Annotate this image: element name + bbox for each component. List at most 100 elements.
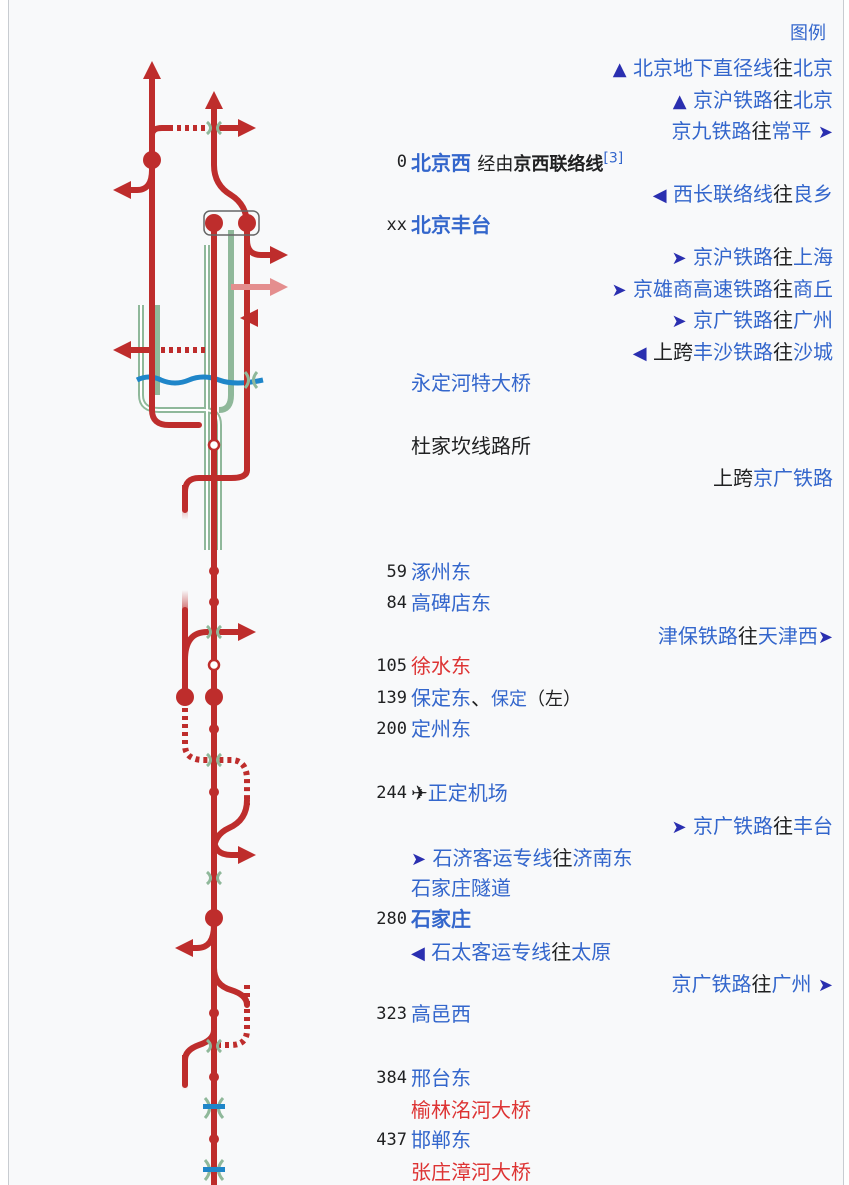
- row-r11: 永定河特大桥: [411, 371, 531, 395]
- right-arrow-icon: ➤: [817, 122, 833, 143]
- row-r20: ✈正定机场: [411, 781, 508, 805]
- row-r26: 京广铁路往广州 ➤: [671, 972, 833, 996]
- station-handan: [209, 1134, 219, 1144]
- direction-arrows: [113, 61, 288, 957]
- station-gaoyi: [209, 1008, 219, 1018]
- km-r27: 323: [376, 1004, 407, 1024]
- row-r25: ◀ 石太客运专线往太原: [411, 940, 612, 964]
- station-name[interactable]: 北京西: [411, 151, 471, 175]
- km-r20: 244: [376, 783, 407, 803]
- row-r30: 邯郸东: [411, 1128, 471, 1152]
- dotted-baoding: [182, 700, 250, 805]
- km-r19: 200: [376, 719, 407, 739]
- row-r15: 高碑店东: [411, 591, 491, 615]
- right-arrow-icon: ➤: [671, 817, 687, 838]
- row-r12: 杜家坎线路所: [411, 434, 531, 458]
- km-r28: 384: [376, 1068, 407, 1088]
- right-arrow-icon: ➤: [817, 975, 833, 996]
- dest-link[interactable]: 北京: [793, 56, 833, 80]
- row-r19: 定州东: [411, 717, 471, 741]
- row-r6: 北京丰台: [411, 213, 491, 237]
- station-dingzhou: [209, 724, 219, 734]
- up-arrow-icon: ▲: [672, 91, 687, 112]
- sjz-curve2: [211, 965, 250, 1008]
- station-name[interactable]: 北京丰台: [411, 213, 491, 237]
- branch-beijing-1b: [149, 157, 202, 428]
- row-r28: 邢台东: [411, 1066, 471, 1090]
- up-arrow-icon: ▲: [612, 59, 627, 80]
- station-zhuozhou: [209, 566, 219, 576]
- row-r1: ▲ 北京地下直径线往北京: [612, 56, 833, 80]
- arrow-right-2: [244, 239, 288, 264]
- right-arrow-icon: ➤: [411, 849, 427, 870]
- station-baoding-1: [176, 688, 194, 706]
- row-r17: 徐水东: [411, 654, 471, 678]
- row-r31: 张庄漳河大桥: [411, 1160, 531, 1184]
- row-r16: 津保铁路往天津西➤: [657, 624, 833, 648]
- dz-curve: [211, 797, 250, 853]
- left-arrow-icon: ◀: [632, 343, 647, 364]
- station-zhengding: [209, 787, 219, 797]
- row-r10: ◀ 上跨丰沙铁路往沙城: [632, 340, 833, 364]
- green-track-right: [218, 230, 234, 413]
- row-r24: 石家庄: [411, 907, 471, 931]
- row-r27: 高邑西: [411, 1002, 471, 1026]
- left-arrow-icon: ◀: [652, 185, 667, 206]
- row-r9: ➤ 京广铁路往广州: [671, 308, 833, 332]
- row-r2: ▲ 京沪铁路往北京: [672, 88, 833, 112]
- station-beijing-west: [143, 151, 161, 169]
- baoding-curve: [182, 629, 217, 663]
- row-r18: 保定东、保定（左）: [411, 686, 581, 710]
- fengtai-interchange-box: [203, 210, 260, 236]
- dotted-gaoyi: [214, 985, 250, 1048]
- right-arrow-icon: ➤: [817, 627, 833, 648]
- fade-end-dujiakan: [182, 485, 188, 520]
- row-r8: ➤ 京雄商高速铁路往商丘: [611, 277, 833, 301]
- km-r18: 139: [376, 688, 407, 708]
- km-r15: 84: [386, 593, 407, 613]
- line-link[interactable]: 北京地下直径线: [633, 56, 773, 80]
- row-r22: ➤ 石济客运专线往济南东: [411, 846, 633, 870]
- station-baoding-2: [205, 688, 223, 706]
- planned-lines: [161, 125, 250, 1048]
- right-arrow-icon: ➤: [671, 248, 687, 269]
- right-arrow-icon: ➤: [671, 311, 687, 332]
- green-inner: [140, 245, 220, 550]
- west-curve: [149, 125, 172, 138]
- row-r5: ◀ 西长联络线往良乡: [652, 182, 833, 206]
- station-xushui: [207, 658, 221, 672]
- km-r30: 437: [376, 1130, 407, 1150]
- station-fengtai-1: [205, 214, 223, 232]
- bridge-marks: [203, 120, 259, 1182]
- km-r4: 0: [396, 152, 407, 172]
- water-mark-1: [203, 1104, 225, 1109]
- station-gaobeidian: [209, 597, 219, 607]
- km-r14: 59: [386, 562, 407, 582]
- left-arrow-icon: ◀: [411, 943, 425, 964]
- row-r29: 榆林洺河大桥: [411, 1098, 531, 1122]
- km-r24: 280: [376, 909, 407, 929]
- sjz-west: [184, 922, 217, 951]
- row-r21: ➤ 京广铁路往丰台: [671, 814, 833, 838]
- station-fengtai-2: [238, 214, 256, 232]
- km-r6: xx: [386, 215, 407, 235]
- fade-end-gaoyi: [182, 1055, 188, 1090]
- stations: [143, 151, 256, 1144]
- water-mark-2: [203, 1167, 225, 1172]
- km-r17: 105: [376, 656, 407, 676]
- route-diagram-panel: 图例 ▲ 北京地下直径线往北京 ▲ 京沪铁路往北京 京九铁路往常平 ➤ 0 北京…: [8, 0, 844, 1185]
- station-xingtai: [209, 1072, 219, 1082]
- row-r7: ➤ 京沪铁路往上海: [671, 245, 833, 269]
- legend-link[interactable]: 图例: [790, 23, 826, 44]
- station-shijiazhuang: [205, 909, 223, 927]
- row-r13: 上跨京广铁路: [713, 466, 833, 490]
- row-r3: 京九铁路往常平 ➤: [671, 119, 833, 143]
- row-r23: 石家庄隧道: [411, 876, 511, 900]
- right-arrow-icon: ➤: [611, 280, 627, 301]
- reference-link[interactable]: [3]: [603, 150, 624, 167]
- junction-dujiakan: [207, 438, 221, 452]
- route-map: [113, 61, 288, 1185]
- fade-end-xushui: [182, 590, 188, 620]
- arrow-left-1: [113, 169, 155, 199]
- row-r4: 北京西 经由京西联络线[3]: [411, 150, 624, 175]
